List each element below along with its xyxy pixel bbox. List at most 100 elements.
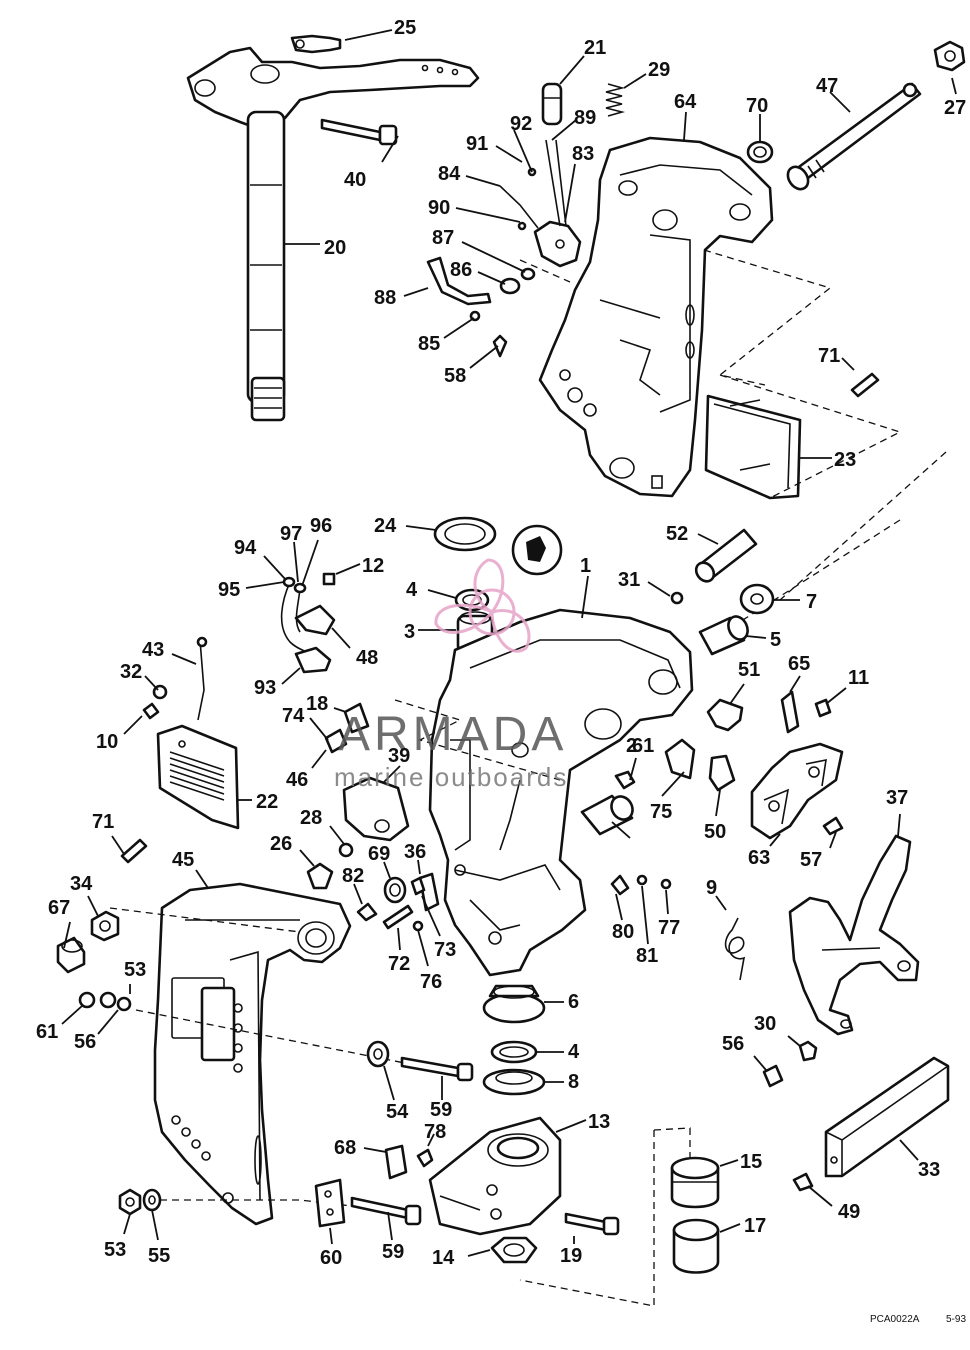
label-75: 75 xyxy=(650,801,672,823)
part-2-clip xyxy=(614,770,636,790)
label-97: 97 xyxy=(280,523,302,545)
dash-upper-1 xyxy=(703,249,832,386)
part-15-bushing xyxy=(670,1156,720,1209)
label-65: 65 xyxy=(788,653,810,675)
part-7-washer xyxy=(739,583,775,615)
label-32: 32 xyxy=(120,661,142,683)
part-71-screw-lower xyxy=(120,838,148,864)
label-77: 77 xyxy=(658,917,680,939)
part-29-spring xyxy=(605,83,626,117)
part-19-bolt xyxy=(564,1212,620,1236)
label-18: 18 xyxy=(306,693,328,715)
footer-date: 5-93 xyxy=(946,1314,966,1325)
label-61-mid: 61 xyxy=(632,735,654,757)
part-71-screw-upper xyxy=(850,372,880,398)
label-11: 11 xyxy=(848,667,869,689)
part-10-screw xyxy=(142,702,160,720)
part-6-bearing xyxy=(482,984,546,1024)
label-55: 55 xyxy=(148,1245,170,1267)
part-69-bushing xyxy=(383,876,407,904)
label-46: 46 xyxy=(286,769,308,791)
label-23: 23 xyxy=(834,449,856,471)
label-40: 40 xyxy=(344,169,366,191)
label-67: 67 xyxy=(48,897,70,919)
part-50-bushing xyxy=(708,754,736,792)
part-45-clamp-bracket xyxy=(153,882,352,1226)
label-12: 12 xyxy=(362,555,384,577)
label-63: 63 xyxy=(748,847,770,869)
label-59-lower: 59 xyxy=(382,1241,404,1263)
part-23-anode-box xyxy=(704,394,802,500)
label-57: 57 xyxy=(800,849,822,871)
label-15: 15 xyxy=(740,1151,762,1173)
label-31: 31 xyxy=(618,569,640,591)
part-1-swivel-bracket xyxy=(428,608,694,977)
label-51: 51 xyxy=(738,659,760,681)
parts-93-97-wiring xyxy=(280,572,336,674)
label-70: 70 xyxy=(746,95,768,117)
label-72: 72 xyxy=(388,953,410,975)
part-21-plunger xyxy=(541,82,563,126)
label-21: 21 xyxy=(584,37,606,59)
label-47: 47 xyxy=(816,75,838,97)
label-34: 34 xyxy=(70,873,93,895)
label-81: 81 xyxy=(636,945,658,967)
label-1: 1 xyxy=(580,555,591,577)
label-43: 43 xyxy=(142,639,164,661)
dash-47-to-7 xyxy=(779,451,947,601)
label-88: 88 xyxy=(374,287,396,309)
part-22-cover xyxy=(156,724,240,830)
part-53-nut-lower xyxy=(118,1188,142,1216)
label-2: 2 xyxy=(626,735,637,757)
label-4-upper: 4 xyxy=(406,579,418,601)
part-67-cap xyxy=(56,936,86,974)
label-84: 84 xyxy=(438,163,461,185)
part-59-bolt-upper xyxy=(400,1056,474,1082)
part-60-plate xyxy=(314,1178,346,1228)
part-20-steering-shaft xyxy=(186,46,480,422)
part-5-bushing-upper xyxy=(698,615,749,656)
label-86: 86 xyxy=(450,259,472,281)
label-17: 17 xyxy=(744,1215,766,1237)
label-71-lower: 71 xyxy=(92,811,114,833)
label-22: 22 xyxy=(256,791,278,813)
label-61-lower: 61 xyxy=(36,1021,58,1043)
watermark-brand: ARMADA xyxy=(338,708,567,761)
label-59-upper: 59 xyxy=(430,1099,452,1121)
part-55-washer xyxy=(142,1188,162,1212)
label-10: 10 xyxy=(96,731,118,753)
part-30-nut xyxy=(798,1040,818,1062)
dash-box-15-17-b xyxy=(519,1130,655,1307)
label-9: 9 xyxy=(706,877,717,899)
part-56-screw-right xyxy=(762,1064,784,1088)
part-77-screw xyxy=(660,878,672,890)
armada-watermark: ARMADA marine outboards xyxy=(334,558,568,792)
label-78: 78 xyxy=(424,1121,446,1143)
label-36: 36 xyxy=(404,841,426,863)
part-39-block xyxy=(342,776,410,842)
label-27: 27 xyxy=(944,97,966,119)
label-54: 54 xyxy=(386,1101,409,1123)
dash-upper-3 xyxy=(719,374,902,499)
part-72-bolt xyxy=(382,904,414,930)
part-25-grease-fitting xyxy=(290,34,342,54)
part-80-clip xyxy=(610,874,630,896)
part-73-clip xyxy=(410,876,426,896)
part-82-screw xyxy=(356,902,378,922)
watermark-tagline: marine outboards xyxy=(334,762,568,792)
label-14: 14 xyxy=(432,1247,455,1269)
label-74: 74 xyxy=(282,705,305,727)
label-37: 37 xyxy=(886,787,908,809)
label-5-upper: 5 xyxy=(770,629,781,651)
label-95: 95 xyxy=(218,579,240,601)
part-26-plug xyxy=(306,862,334,890)
label-28: 28 xyxy=(300,807,322,829)
part-28-washer xyxy=(338,842,354,858)
part-56-washer-left xyxy=(116,996,132,1012)
part-74-pin xyxy=(324,728,348,754)
part-31-clip xyxy=(670,591,684,605)
dash-upper-2 xyxy=(519,259,571,283)
label-80: 80 xyxy=(612,921,634,943)
dash-clamp-1 xyxy=(109,907,301,933)
